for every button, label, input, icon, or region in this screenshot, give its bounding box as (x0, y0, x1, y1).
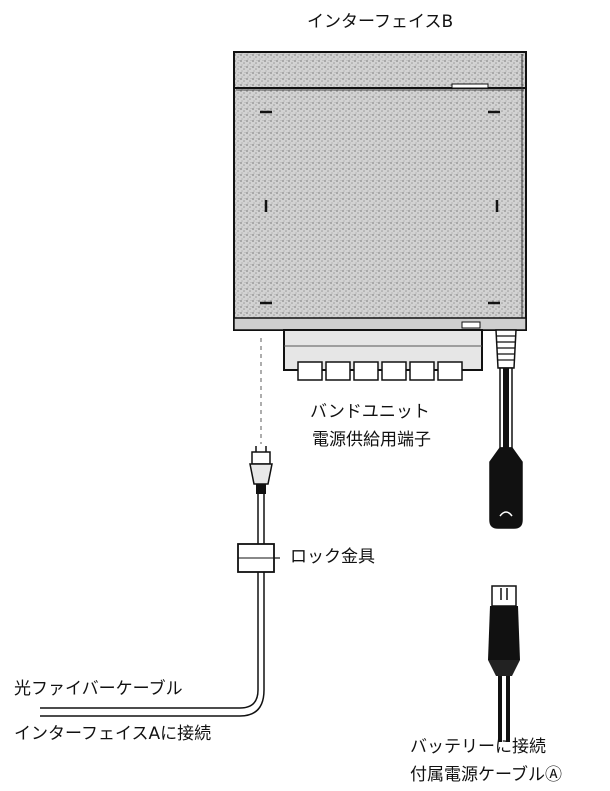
label-band-unit-line1: バンドユニット (310, 402, 430, 422)
label-connect-battery: バッテリーに接続 (410, 737, 546, 757)
power-cable-from-unit (489, 329, 523, 529)
power-cable-a (488, 585, 520, 742)
mounting-slot-icons (260, 110, 500, 305)
interface-b-unit (233, 51, 527, 331)
label-optical-fiber-cable: 光ファイバーケーブル (14, 679, 183, 699)
label-power-cable-a: 付属電源ケーブルⒶ (410, 765, 562, 785)
label-interface-b: インターフェイスB (307, 12, 454, 32)
label-connect-interface-a: インターフェイスAに接続 (14, 724, 212, 744)
label-lock-bracket: ロック金具 (290, 547, 375, 567)
band-unit-power-terminal (283, 329, 483, 381)
optical-fiber-cable (40, 338, 280, 717)
label-band-unit-line2: 電源供給用端子 (312, 430, 431, 450)
